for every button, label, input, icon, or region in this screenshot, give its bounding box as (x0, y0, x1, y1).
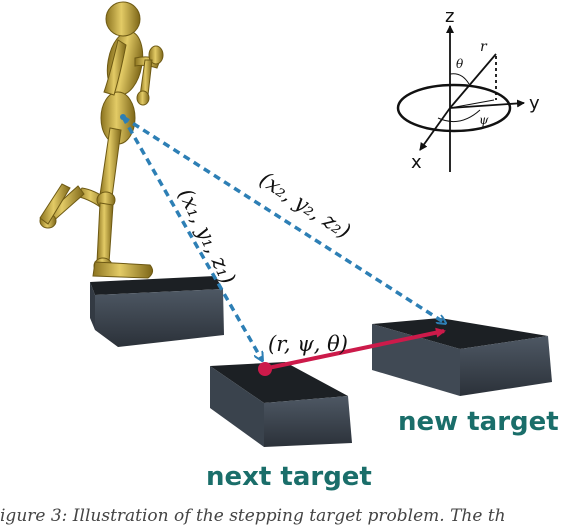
dashed-vector-new-target (122, 115, 445, 323)
y-axis (449, 99, 525, 109)
relative-target-vector (267, 327, 446, 370)
y-axis-label: y (529, 93, 540, 114)
theta-label: θ (456, 57, 464, 71)
next-target-label: next target (206, 462, 372, 492)
start-block (90, 276, 224, 347)
r-label: r (480, 39, 488, 55)
target2-vector-label: (x₂, y₂, z₂) (255, 167, 355, 243)
new-target-label: new target (398, 407, 559, 437)
target1-vector-label: (x₁, y₁, z₁) (174, 185, 241, 288)
spherical-coordinate-inset: z y x r θ ψ (396, 6, 540, 173)
r-vector (449, 53, 497, 109)
x-axis-label: x (411, 152, 422, 173)
psi-label: ψ (479, 113, 489, 127)
theta-arc (449, 73, 470, 85)
figure-caption: igure 3: Illustration of the stepping ta… (0, 506, 506, 526)
next-target-point (258, 362, 272, 376)
psi-arc (437, 109, 481, 123)
relative-vector-label: (r, ψ, θ) (268, 332, 348, 356)
dashed-vector-next-target (121, 116, 262, 360)
new-target-block (372, 318, 552, 396)
next-target-block (210, 362, 352, 447)
r-plane-projection (449, 99, 495, 109)
humanoid-figure (39, 1, 164, 279)
xy-plane-ellipse (396, 83, 512, 133)
x-axis (419, 107, 451, 151)
z-axis-label: z (445, 6, 454, 27)
